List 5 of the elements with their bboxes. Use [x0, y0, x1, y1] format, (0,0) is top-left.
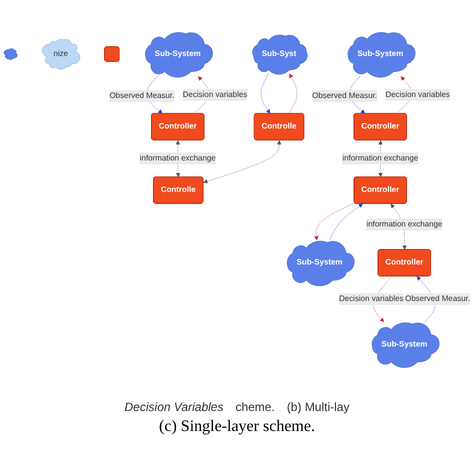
- node-cloud: [4, 48, 18, 60]
- caption: (c) Single-layer scheme.: [158, 418, 316, 436]
- note-text: Decision Variables: [124, 400, 224, 414]
- subfigure-caption: (b) Multi-lay: [286, 400, 350, 414]
- subfigure-caption: cheme.: [235, 400, 275, 414]
